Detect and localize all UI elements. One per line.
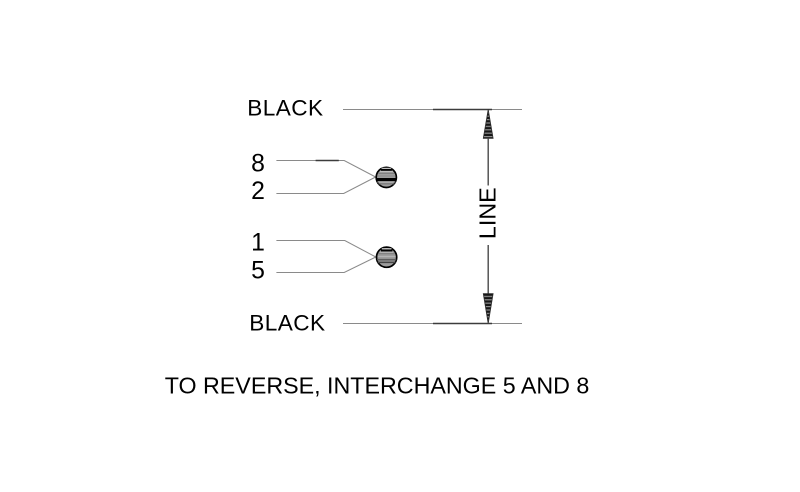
svg-text:5: 5 xyxy=(251,258,265,285)
svg-text:2: 2 xyxy=(251,178,265,205)
svg-text:BLACK: BLACK xyxy=(247,95,323,120)
svg-text:1: 1 xyxy=(251,230,265,257)
svg-text:BLACK: BLACK xyxy=(249,311,325,336)
svg-text:8: 8 xyxy=(251,150,265,177)
svg-text:TO REVERSE, INTERCHANGE 5 AND: TO REVERSE, INTERCHANGE 5 AND 8 xyxy=(165,373,590,399)
svg-text:LINE: LINE xyxy=(475,187,501,239)
